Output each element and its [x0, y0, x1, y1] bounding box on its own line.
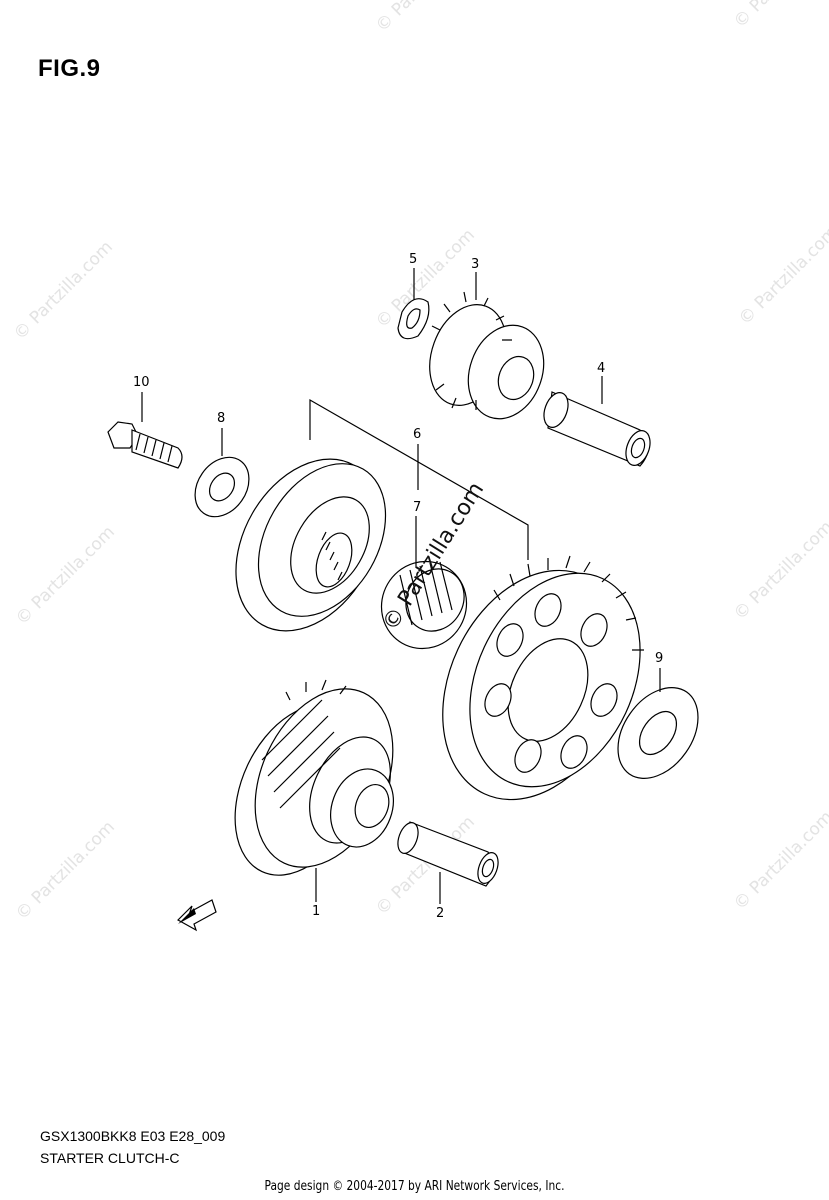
part-1-starter-clutch-gear	[234, 679, 394, 876]
section-name: STARTER CLUTCH-C	[40, 1150, 180, 1166]
callout-10: 10	[133, 375, 150, 390]
leader-lines	[141, 268, 661, 904]
footer-copyright: Page design © 2004-2017 by ARI Network S…	[264, 1179, 565, 1194]
part-10-bolt	[107, 421, 183, 469]
callout-3: 3	[471, 257, 480, 272]
callout-4: 4	[597, 361, 606, 376]
part-8-washer	[194, 456, 250, 518]
assembly-bracket	[309, 398, 529, 560]
callout-5: 5	[409, 252, 418, 267]
fwd-arrow-icon	[177, 899, 217, 932]
part-5-circlip	[397, 298, 430, 340]
part-7-needle-bearing	[380, 560, 468, 650]
part-3-idle-gear	[429, 291, 545, 420]
part-9-washer	[617, 687, 699, 779]
callout-6: 6	[413, 427, 422, 442]
part-6-starter-driven-gear	[442, 555, 644, 801]
callout-7: 7	[413, 500, 422, 515]
callout-9: 9	[655, 651, 664, 666]
part-4-shaft	[543, 391, 651, 467]
part-2-shaft	[397, 821, 499, 887]
callout-1: 1	[312, 904, 321, 919]
callout-8: 8	[217, 411, 226, 426]
part-6-clutch-housing	[235, 458, 387, 632]
figure-title: FIG.9	[38, 55, 101, 82]
model-code: GSX1300BKK8 E03 E28_009	[40, 1128, 226, 1144]
callout-2: 2	[436, 906, 445, 921]
